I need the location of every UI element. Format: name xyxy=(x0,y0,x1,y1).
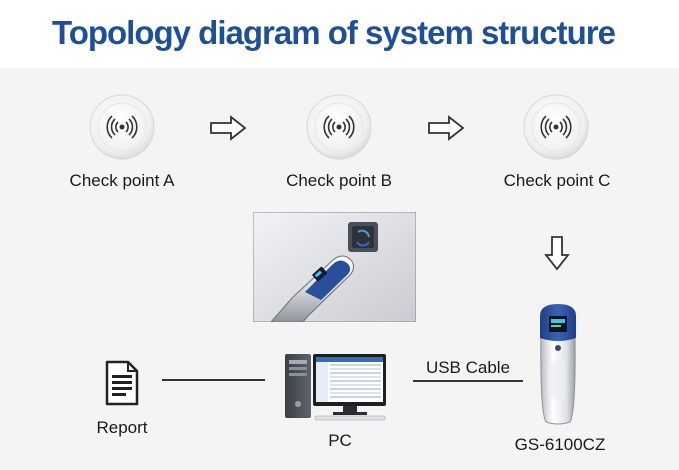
usb-cable-label: USB Cable xyxy=(425,358,511,377)
header-bar: Topology diagram of system structure xyxy=(0,0,679,68)
document-icon xyxy=(105,360,139,406)
usb-cable-line xyxy=(413,380,523,382)
checkpoint-b-label: Check point B xyxy=(286,171,392,190)
checkpoint-c-label: Check point C xyxy=(503,171,611,190)
checkpoint-a-rfid-tag-icon xyxy=(89,94,155,160)
handheld-reader-icon xyxy=(540,304,576,425)
device-label: GS-6100CZ xyxy=(514,435,606,454)
report-pc-connection xyxy=(162,379,265,381)
arrow-right-icon xyxy=(210,115,247,141)
computer-icon xyxy=(285,354,386,421)
checkpoint-a-label: Check point A xyxy=(69,171,175,190)
scanning-photo xyxy=(253,212,416,322)
checkpoint-c-rfid-tag-icon xyxy=(523,94,589,160)
arrow-down-icon xyxy=(544,236,570,271)
pc-label: PC xyxy=(328,431,352,450)
report-label: Report xyxy=(96,418,148,437)
page-title: Topology diagram of system structure xyxy=(52,14,616,51)
arrow-right-icon xyxy=(428,115,465,141)
checkpoint-b-rfid-tag-icon xyxy=(306,94,372,160)
